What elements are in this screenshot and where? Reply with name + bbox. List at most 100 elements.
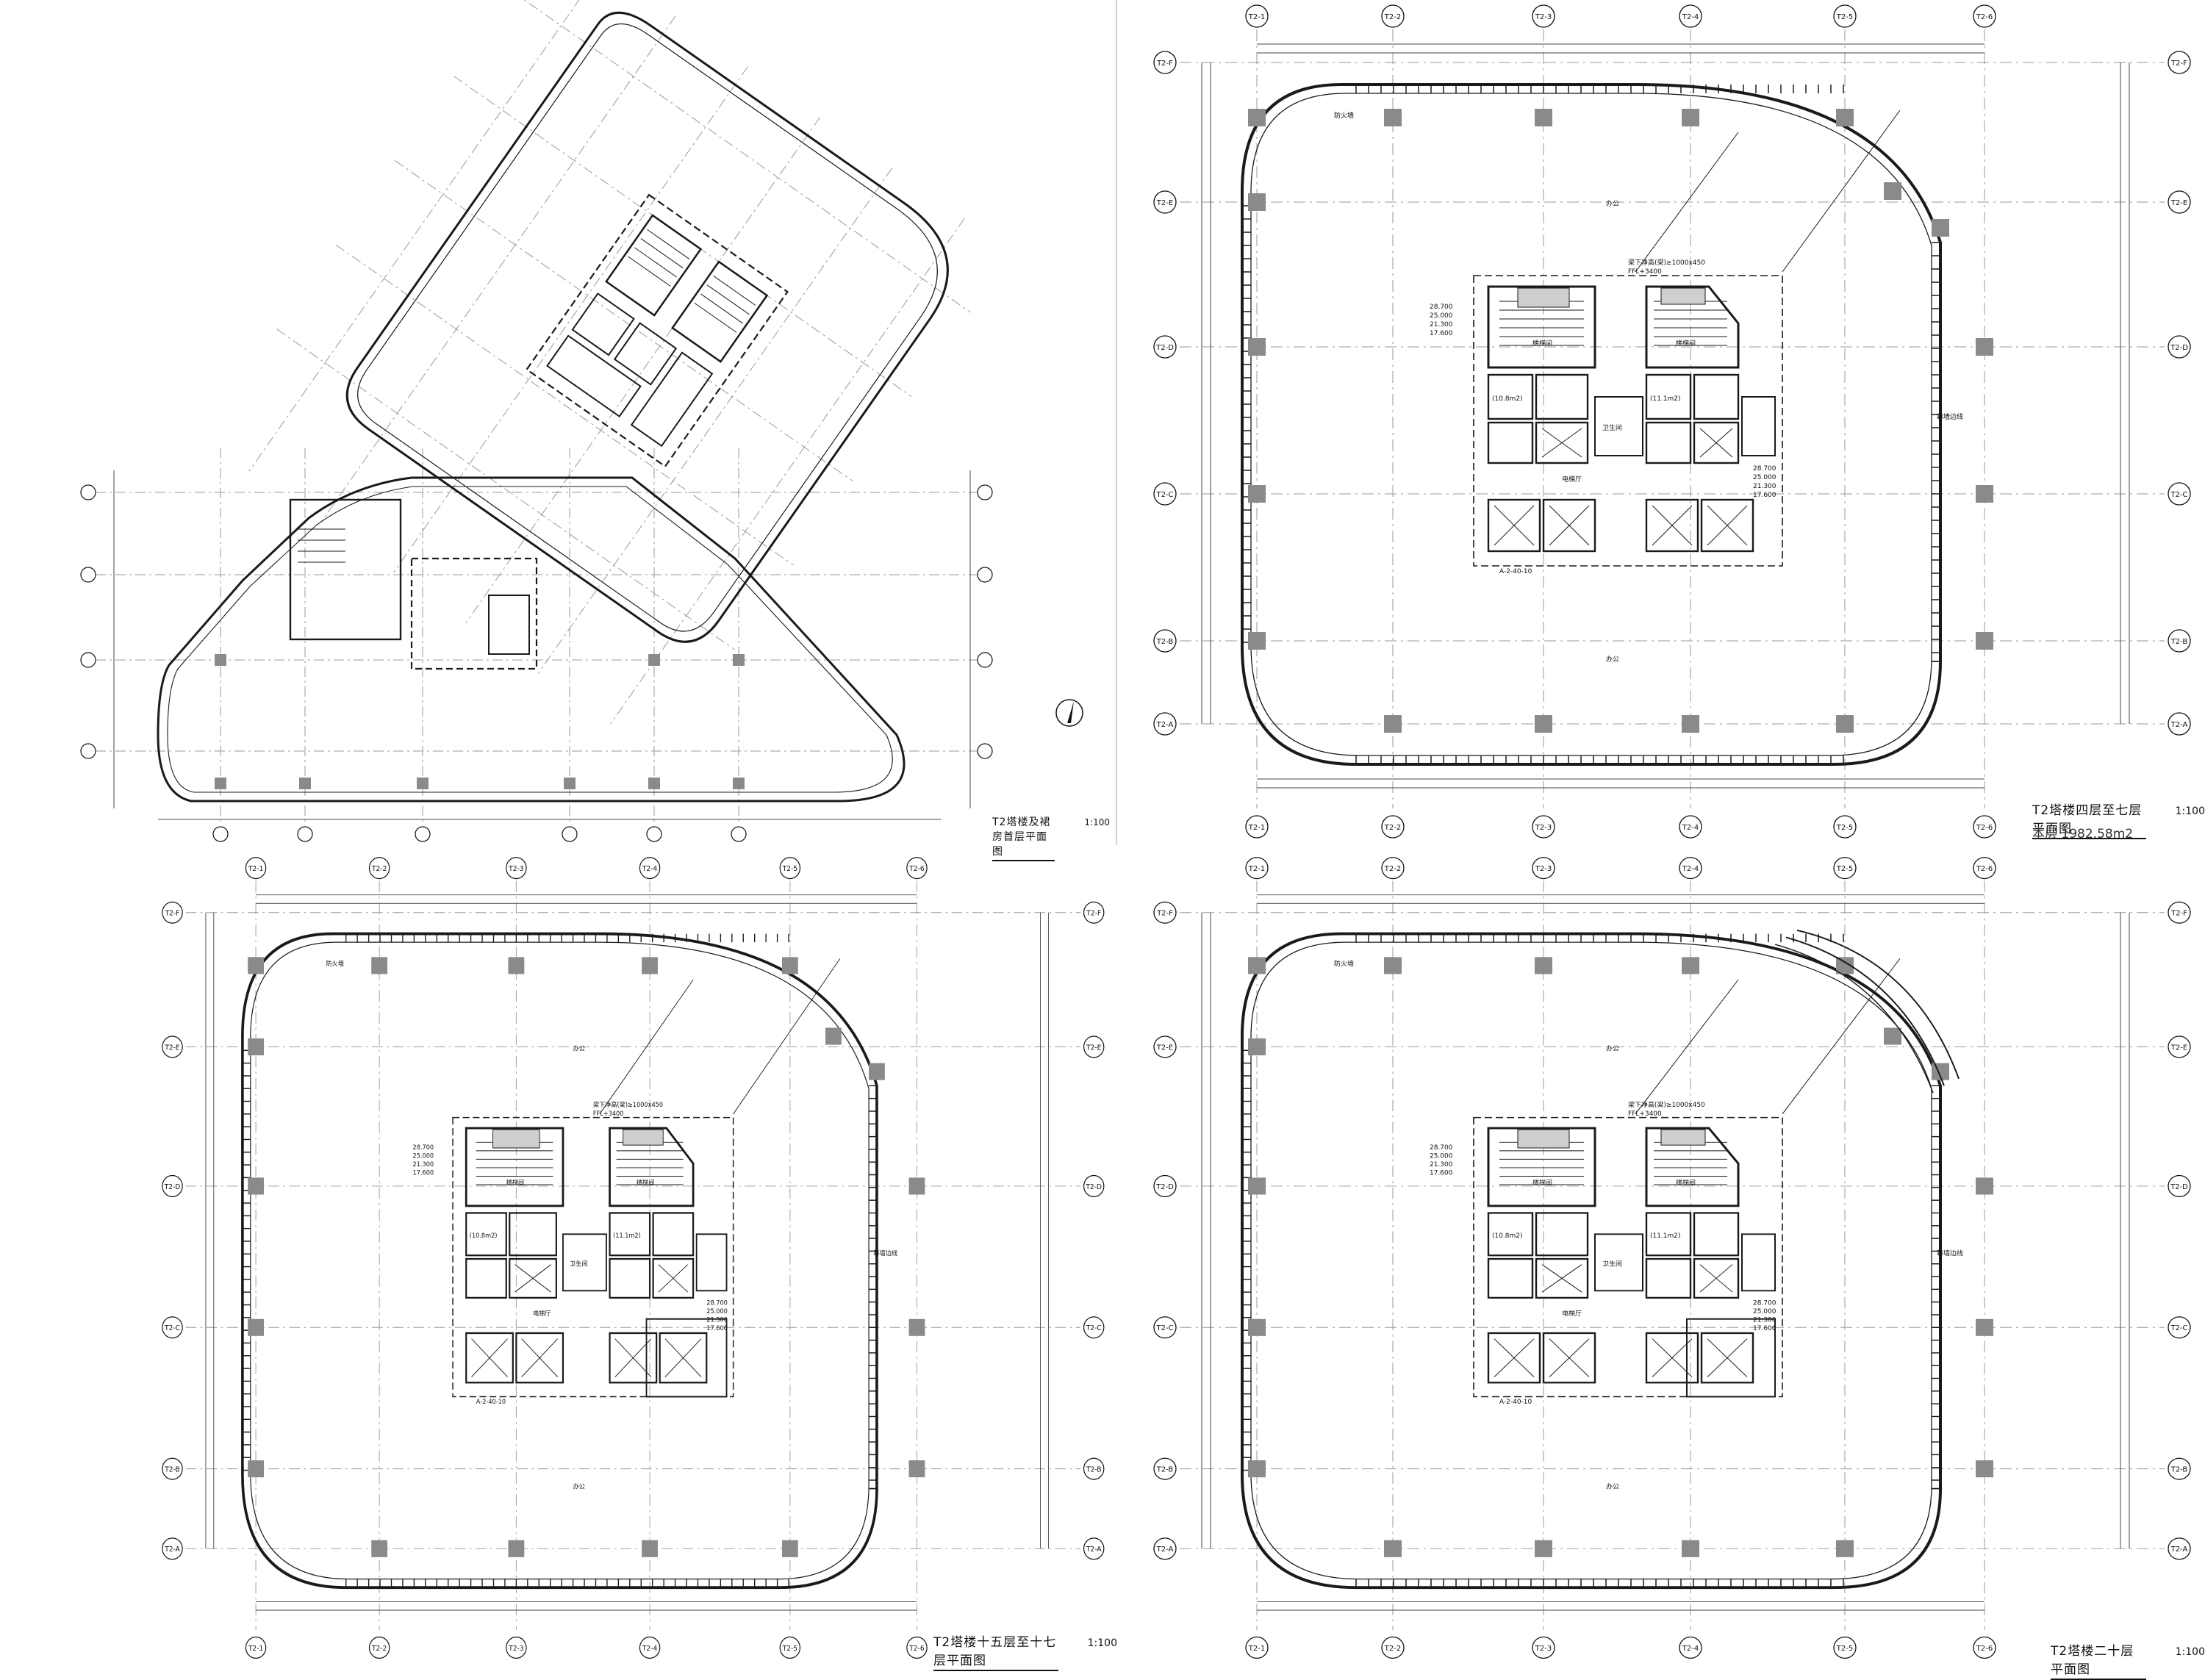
core-room — [1645, 498, 1699, 553]
column — [1248, 109, 1266, 126]
core-room — [1693, 1212, 1740, 1257]
grid-label: T2-E — [2170, 199, 2187, 207]
grid-bubble — [1153, 1316, 1177, 1339]
grid-label: T2-E — [1156, 1044, 1173, 1052]
level-value: 28.700 — [1430, 1144, 1453, 1152]
core-room — [1487, 373, 1534, 420]
column — [1884, 182, 1901, 200]
grid-bubble — [162, 1537, 183, 1560]
grid-label: T2-B — [1156, 638, 1174, 646]
columns — [248, 957, 925, 1557]
elevator-x — [1707, 505, 1748, 546]
grid-bubble — [1083, 901, 1105, 924]
label-detail-ref: A-2-40-10 — [1499, 1399, 1532, 1406]
column — [1248, 957, 1266, 974]
core-room — [1535, 421, 1589, 464]
core-text: 楼梯间楼梯间(10.8m2)(11.1m2)卫生间电梯厅A-2-40-10梁下净… — [1334, 959, 1963, 1490]
level-value: 21.300 — [1753, 1317, 1776, 1324]
note-curtain: 幕墙边线 — [1937, 1249, 1963, 1257]
grid-label: T2-1 — [1248, 1645, 1265, 1653]
label-area: (10.8m2) — [470, 1232, 498, 1239]
typical-plan-drawing: T2-1T2-1T2-2T2-2T2-3T2-3T2-4T2-4T2-5T2-5… — [1153, 4, 2191, 839]
label-elevator-hall: 电梯厅 — [1562, 1309, 1582, 1318]
office-room — [645, 1318, 728, 1398]
column — [1976, 1460, 1993, 1478]
elevator-x — [521, 1338, 559, 1377]
core-room — [1487, 1257, 1534, 1299]
grid-label: T2-E — [164, 1044, 179, 1052]
elevator-x — [471, 1338, 508, 1377]
grid-bubble — [1833, 1636, 1857, 1659]
curtain-wall-line — [1250, 941, 1932, 1580]
elevator-x — [1541, 1264, 1582, 1293]
core-room — [652, 1212, 695, 1257]
grid-bubble — [1153, 51, 1177, 74]
label-area: (11.1m2) — [1650, 395, 1681, 403]
grid-label: T2-C — [1155, 491, 1173, 499]
grid-label: T2-2 — [1384, 865, 1401, 873]
grid-bubble — [1153, 1537, 1177, 1560]
core-room — [652, 1257, 695, 1299]
grid-lines — [1180, 29, 2165, 808]
tower-outline — [345, 11, 949, 643]
column — [248, 1038, 264, 1056]
grid-bubble — [1245, 1636, 1269, 1659]
grid-label: T2-D — [2170, 344, 2188, 352]
curtain-wall-line — [250, 941, 870, 1580]
grid-label: T2-5 — [782, 865, 797, 873]
grid-bubble — [1381, 815, 1405, 839]
core-room — [1645, 1212, 1692, 1257]
grid-bubble — [1083, 1174, 1105, 1197]
grid-bubble — [162, 1035, 183, 1058]
title-block-floor-20: T2塔楼二十层平面图 1:100 — [2051, 1640, 2205, 1680]
column — [1248, 193, 1266, 211]
level-value: 17.600 — [706, 1324, 728, 1332]
level-value: 17.600 — [1430, 330, 1453, 337]
label-stair: 楼梯间 — [1676, 339, 1696, 348]
grid-label: T2-1 — [1248, 824, 1265, 832]
columns — [1248, 109, 1993, 733]
grid-label: T2-3 — [1535, 1645, 1552, 1653]
column — [1682, 715, 1699, 733]
plan-group: T2-1T2-1T2-2T2-2T2-3T2-3T2-4T2-4T2-5T2-5… — [162, 857, 1105, 1659]
elevator-x — [1549, 1338, 1590, 1377]
core-room — [1487, 1212, 1534, 1257]
mullions — [242, 933, 877, 1588]
core-room — [659, 1332, 708, 1384]
grid-bubble — [1083, 1457, 1105, 1480]
grid-bubble — [1153, 1035, 1177, 1058]
grid-bubble — [1245, 815, 1269, 839]
grid-label: T2-3 — [508, 865, 523, 873]
grid-label: T2-5 — [1836, 13, 1853, 21]
note-beam: 梁下净高(梁)≥1000x450 — [593, 1101, 663, 1108]
elevator-x — [1652, 1338, 1693, 1377]
label-toilet: 卫生间 — [1602, 1260, 1622, 1268]
grid-bubble — [368, 1636, 390, 1659]
grid-bubble — [1532, 4, 1555, 28]
floor-slab-outline — [241, 932, 878, 1590]
core-room — [609, 1212, 651, 1257]
elevator-x — [1699, 1264, 1733, 1293]
dimension-lines — [1201, 894, 2130, 1611]
grid-label: T2-C — [1086, 1324, 1102, 1332]
grid-bubble — [162, 901, 183, 924]
column — [1682, 1540, 1699, 1557]
grid-bubble — [1381, 857, 1405, 880]
grid-bubble — [1833, 815, 1857, 839]
leaders — [599, 958, 841, 1115]
grid-bubble — [1153, 1174, 1177, 1197]
grid-bubble — [1833, 4, 1857, 28]
grid-bubbles: T2-1T2-1T2-2T2-2T2-3T2-3T2-4T2-4T2-5T2-5… — [1153, 4, 2191, 839]
grid-bubble — [1973, 857, 1996, 880]
floor-area-label: 本层 1982.58m2 — [2032, 827, 2134, 841]
column — [1976, 1318, 1993, 1336]
core-room — [465, 1332, 514, 1384]
grid-label: T2-B — [164, 1465, 179, 1473]
level-value: 25.000 — [706, 1307, 728, 1315]
tower-grid-rotated — [248, 0, 971, 725]
elevator-marks — [1494, 428, 1748, 546]
grid-bubble — [906, 1636, 928, 1659]
elevator-marks — [1494, 1264, 1748, 1377]
grid-label: T2-2 — [1384, 1645, 1401, 1653]
column — [508, 1540, 525, 1557]
